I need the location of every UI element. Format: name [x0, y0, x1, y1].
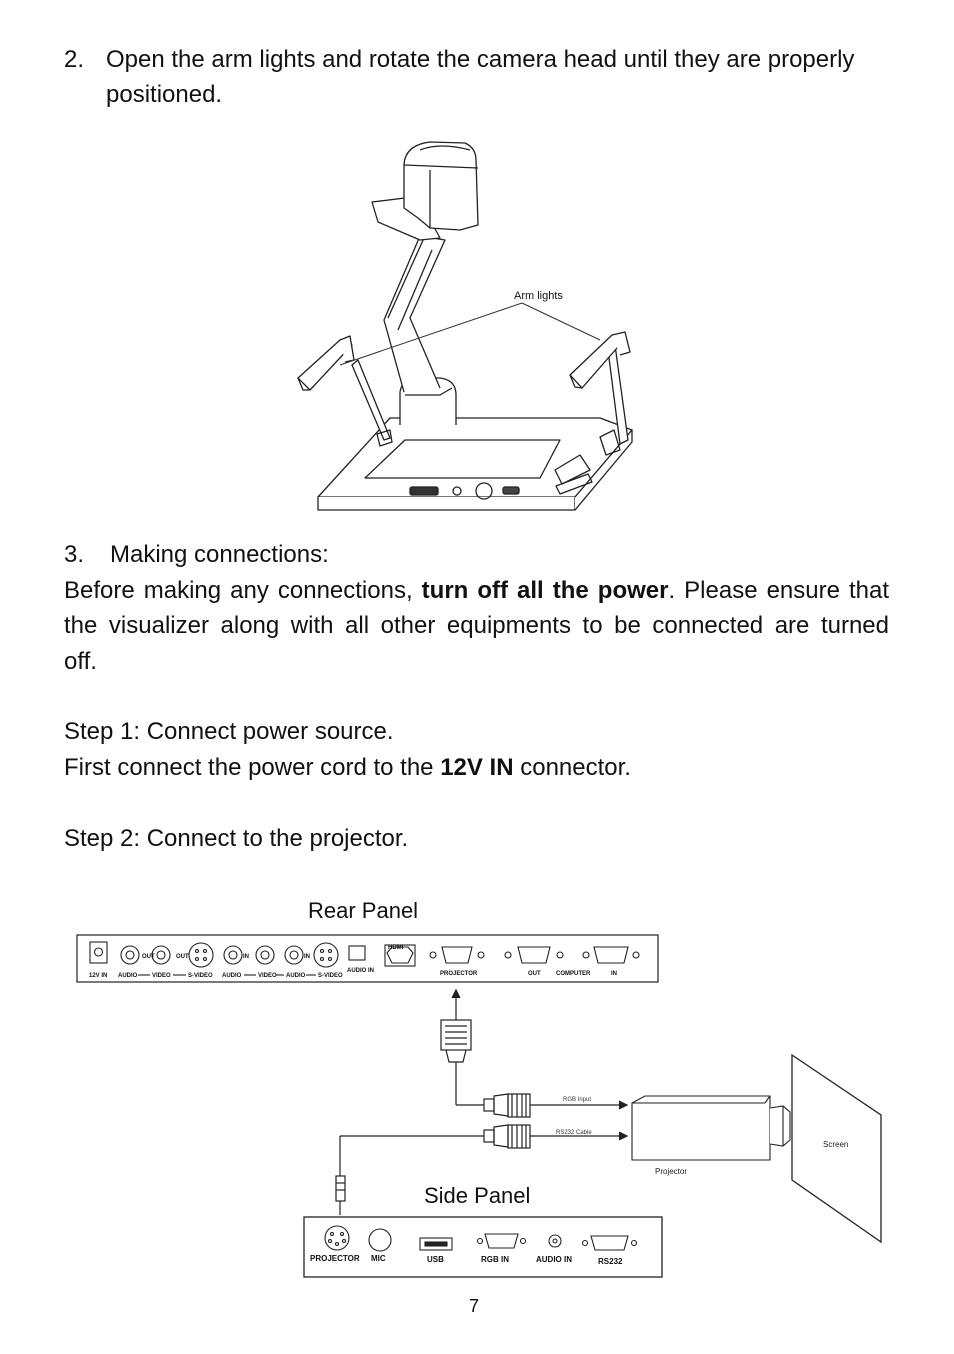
- arm-lights-callout: Arm lights: [514, 290, 563, 302]
- projector-label: Projector: [655, 1167, 687, 1176]
- item-3-heading: Making connections:: [110, 541, 329, 568]
- item-2-text: Open the arm lights and rotate the camer…: [106, 42, 889, 112]
- rear-label-audio-in-2: AUDIO: [286, 973, 306, 979]
- rs232-cable-label: RS232 Cable: [556, 1130, 592, 1136]
- warning-bold: turn off all the power: [421, 577, 669, 604]
- side-label-rs232: RS232: [598, 1257, 623, 1266]
- rear-panel: [76, 934, 659, 983]
- rear-label-audio-in: AUDIO: [222, 973, 242, 979]
- side-panel: [303, 1216, 663, 1278]
- item-3-number: 3.: [64, 541, 85, 568]
- projector-icon: [631, 1095, 791, 1161]
- rear-small-out-1: OUT: [142, 954, 155, 960]
- rear-small-in-2: IN: [304, 954, 310, 960]
- connections-paragraph-line3: off.: [64, 648, 97, 675]
- para1-before: Before making any connections,: [64, 577, 413, 604]
- rear-label-12v-in: 12V IN: [89, 973, 107, 979]
- page-number: 7: [469, 1296, 480, 1316]
- rear-label-computer-in: IN: [611, 971, 617, 977]
- side-label-usb: USB: [427, 1255, 444, 1264]
- rgb-input-cable-label: RGB Input: [563, 1097, 591, 1103]
- step1-title: Step 1: Connect power source.: [64, 718, 394, 745]
- step1-before: First connect the power cord to the: [64, 754, 434, 781]
- side-label-rgb-in: RGB IN: [481, 1255, 509, 1264]
- step1-text: First connect the power cord to the 12V …: [64, 750, 631, 785]
- rear-label-computer: COMPUTER: [556, 971, 591, 977]
- rear-label-audio-out: AUDIO: [118, 973, 138, 979]
- side-label-audio-in: AUDIO IN: [536, 1255, 572, 1264]
- para1-after: . Please ensure that: [668, 577, 890, 604]
- connections-paragraph-line2: the visualizer along with all other equi…: [64, 612, 889, 639]
- rear-small-in-1: IN: [243, 954, 249, 960]
- side-label-projector: PROJECTOR: [310, 1254, 360, 1263]
- rear-label-svideo-out: S-VIDEO: [188, 973, 213, 979]
- item-2-number: 2.: [64, 46, 85, 73]
- connections-paragraph-line1: Before making any connections, turn off …: [64, 573, 889, 608]
- rear-label-audio-in-3: AUDIO IN: [347, 968, 374, 974]
- rear-label-projector: PROJECTOR: [440, 971, 478, 977]
- side-panel-title: Side Panel: [424, 1183, 530, 1208]
- rear-label-video-in: VIDEO: [258, 973, 277, 979]
- screen-icon: [791, 1053, 882, 1244]
- step1-bold: 12V IN: [440, 754, 514, 781]
- screen-label: Screen: [823, 1140, 848, 1149]
- rear-label-svideo-in: S-VIDEO: [318, 973, 343, 979]
- rear-label-video-out: VIDEO: [152, 973, 171, 979]
- step2-title: Step 2: Connect to the projector.: [64, 825, 409, 852]
- rear-label-computer-out: OUT: [528, 971, 541, 977]
- item-2-line1: Open the arm lights and rotate the camer…: [106, 46, 855, 73]
- rear-small-out-2: OUT: [176, 954, 189, 960]
- rear-panel-title: Rear Panel: [308, 898, 418, 923]
- rear-label-hdmi: HDMI: [388, 945, 404, 951]
- step1-after: connector.: [520, 754, 631, 781]
- item-2-line2: positioned.: [106, 81, 223, 108]
- side-label-mic: MIC: [371, 1254, 386, 1263]
